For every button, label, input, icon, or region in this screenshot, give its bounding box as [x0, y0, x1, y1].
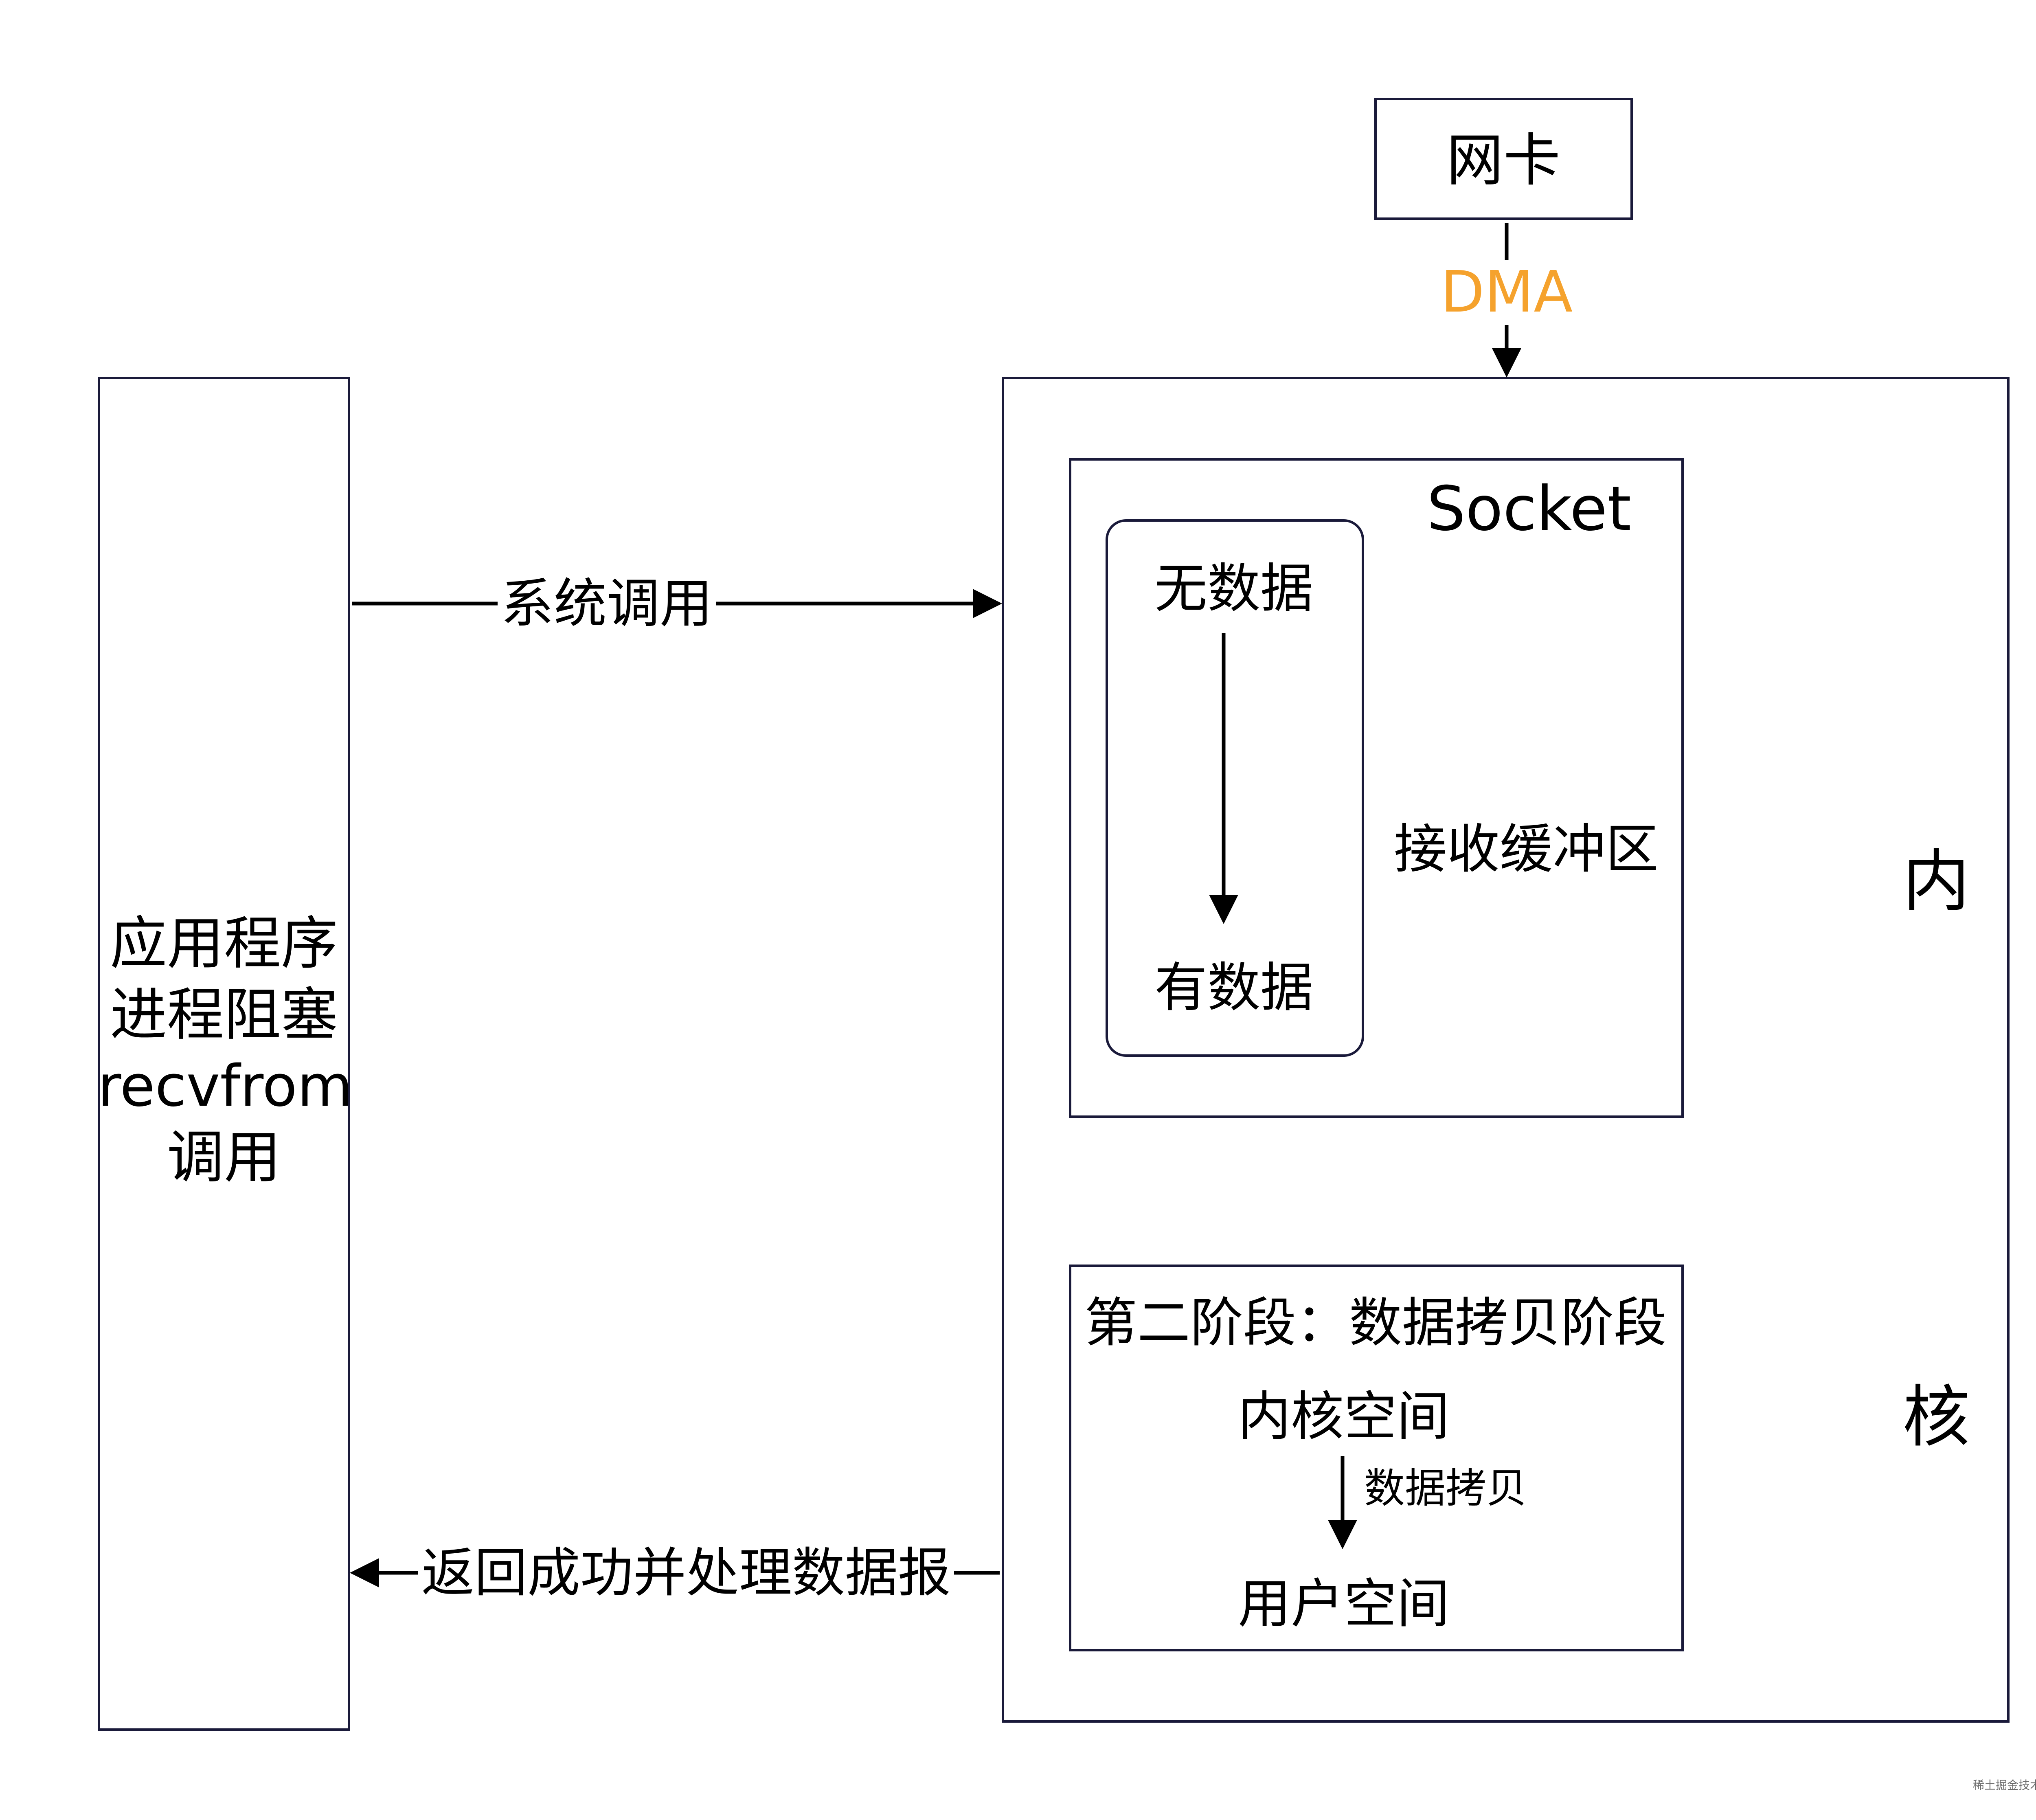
- app-line-1: 应用程序: [110, 911, 338, 977]
- kernel-space-label: 内核空间: [1237, 1385, 1450, 1447]
- dma-label: DMA: [1437, 260, 1576, 325]
- stage-two-box: [1069, 1265, 1684, 1651]
- app-line-2: 进程阻塞: [110, 982, 338, 1048]
- kernel-label-top: 内: [1902, 842, 1970, 921]
- has-data-label: 有数据: [1154, 957, 1314, 1019]
- syscall-label: 系统调用: [497, 577, 716, 630]
- app-description: 应用程序 进程阻塞 recvfrom 调用: [98, 908, 353, 1193]
- app-line-3: recvfrom: [98, 1053, 353, 1120]
- stage-two-label: 第二阶段：数据拷贝阶段: [1084, 1292, 1667, 1354]
- nic-box: [1374, 98, 1633, 220]
- user-space-label: 用户空间: [1237, 1573, 1450, 1635]
- socket-title: Socket: [1426, 474, 1632, 544]
- no-data-label: 无数据: [1154, 558, 1314, 619]
- return-label: 返回成功并处理数据报: [418, 1546, 954, 1599]
- data-state-box: [1106, 519, 1364, 1057]
- nic-label: 网卡: [1446, 127, 1561, 194]
- app-box: [98, 377, 350, 1731]
- recv-buffer-label: 接收缓冲区: [1393, 818, 1659, 880]
- app-line-4: 调用: [167, 1124, 281, 1191]
- copy-label: 数据拷贝: [1364, 1464, 1527, 1512]
- kernel-label-bottom: 核: [1902, 1378, 1970, 1456]
- watermark: 稀土掘金技术社区 @ 次元: [1973, 1778, 2036, 1792]
